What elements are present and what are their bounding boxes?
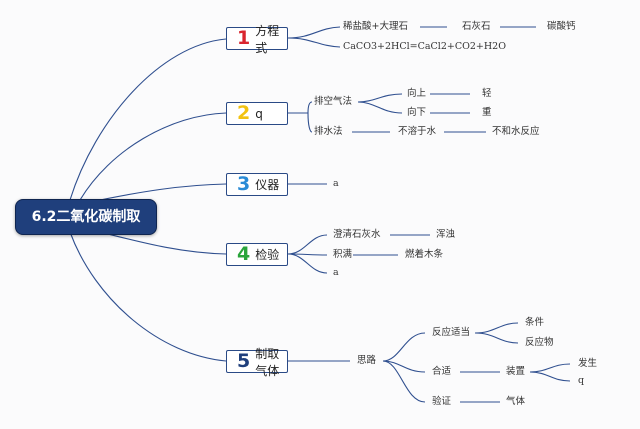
leaf-idea[interactable]: 思路	[357, 355, 377, 366]
leaf-upward[interactable]: 向上	[407, 88, 427, 99]
branch-5-label: 制取气体	[255, 346, 280, 378]
leaf-no-react[interactable]: 不和水反应	[492, 126, 540, 137]
branch-5-number: 5	[237, 350, 251, 372]
leaf-reactants[interactable]: 反应物	[525, 337, 554, 348]
branch-4-label: 检验	[255, 248, 280, 262]
branch-1-node[interactable]: 1 方程式	[226, 24, 288, 55]
branch-1-number: 1	[237, 27, 251, 49]
branch-2-label: q	[255, 106, 263, 121]
branch-1-label: 方程式	[255, 23, 280, 55]
leaf-condition[interactable]: 反应适当	[432, 327, 471, 338]
edge-root-b3	[99, 183, 227, 201]
leaf-instrument-a[interactable]: a	[333, 178, 339, 189]
leaf-suitable[interactable]: 合适	[432, 366, 452, 377]
branch-3-node[interactable]: 3 仪器	[226, 173, 288, 196]
leaf-gas[interactable]: 气体	[506, 396, 526, 407]
leaf-calcium-carbonate[interactable]: 碳酸钙	[547, 21, 576, 32]
branch-4-node[interactable]: 4 检验	[226, 243, 288, 266]
leaf-q[interactable]: q	[578, 375, 585, 386]
leaf-verify[interactable]: 验证	[432, 396, 452, 407]
branch-5-node[interactable]: 5 制取气体	[226, 347, 288, 378]
leaf-full[interactable]: 积满	[333, 249, 353, 260]
leaf-limewater[interactable]: 澄清石灰水	[333, 229, 381, 240]
leaf-heavy[interactable]: 重	[482, 107, 492, 118]
edge-root-b2	[79, 112, 227, 201]
branch-4-number: 4	[237, 243, 251, 265]
branch-3-label: 仪器	[255, 178, 280, 192]
leaf-insoluble[interactable]: 不溶于水	[398, 126, 437, 137]
root-topic[interactable]: 6.2二氧化碳制取	[15, 199, 157, 235]
leaf-burning-stick[interactable]: 燃着木条	[405, 249, 444, 260]
leaf-generation[interactable]: 发生	[578, 358, 598, 369]
leaf-equation[interactable]: CaCO3+2HCl=CaCl2+CO2+H2O	[343, 41, 507, 52]
leaf-light[interactable]: 轻	[482, 88, 492, 99]
leaf-turbid[interactable]: 浑浊	[436, 229, 456, 240]
branch-3-number: 3	[237, 173, 251, 195]
leaf-limestone[interactable]: 石灰石	[462, 21, 491, 32]
edge-root-b5	[69, 231, 227, 362]
leaf-conditions[interactable]: 条件	[525, 317, 545, 328]
leaf-water-displacement[interactable]: 排水法	[314, 126, 343, 137]
branch-2-node[interactable]: 2 q	[226, 102, 288, 125]
root-title: 6.2二氧化碳制取	[31, 209, 141, 225]
edge-root-b4	[99, 231, 227, 255]
leaf-downward[interactable]: 向下	[407, 107, 427, 118]
leaf-air-displacement[interactable]: 排空气法	[314, 96, 353, 107]
leaf-test-a[interactable]: a	[333, 267, 339, 278]
branch-2-number: 2	[237, 102, 251, 124]
leaf-hcl-marble[interactable]: 稀盐酸+大理石	[343, 21, 408, 32]
edge-root-b1	[69, 38, 227, 201]
leaf-device[interactable]: 装置	[506, 366, 526, 377]
